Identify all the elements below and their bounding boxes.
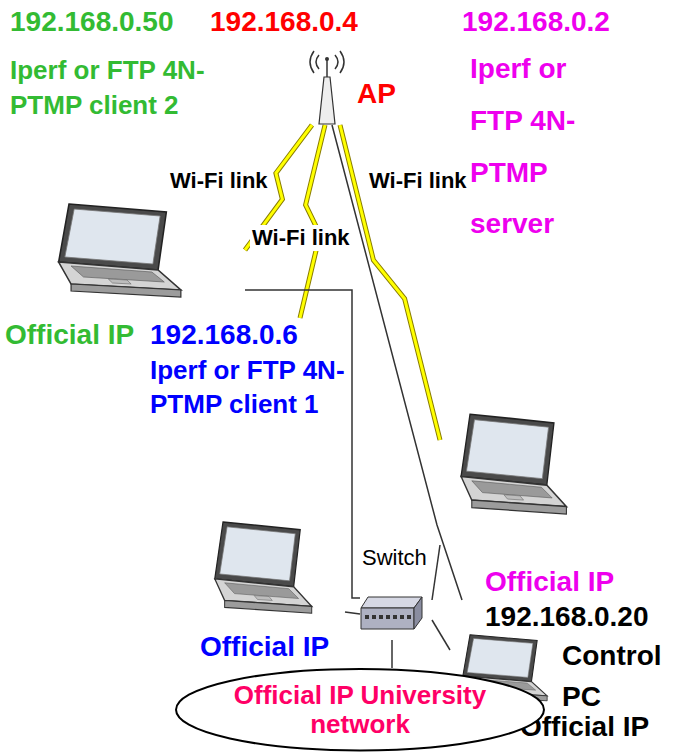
node-label: Official IP University network: [220, 681, 500, 738]
laptop-node: 192.168.0.2Iperf or FTP 4N-PTMP serverOf…: [440, 5, 672, 600]
network-switch: Switch: [360, 545, 432, 640]
wifi-bolt: [300, 125, 325, 318]
cable-line: [391, 640, 393, 668]
node-label: AP: [357, 77, 399, 111]
link-label: Wi-Fi link: [250, 225, 352, 251]
wifi-outline: [300, 125, 325, 318]
node-label: 192.168.0.20: [485, 600, 665, 634]
cable-link: [392, 640, 393, 668]
node-label: Control PC: [562, 636, 668, 717]
cable-line: [432, 620, 450, 650]
node-label: Official IP: [200, 632, 340, 663]
node-label: Switch: [362, 545, 432, 571]
node-label: Iperf or FTP 4N-PTMP client 2: [10, 53, 245, 123]
laptop-icon: [200, 518, 315, 626]
node-label: Iperf or FTP 4N-PTMP server: [470, 43, 600, 250]
node-label: Iperf or FTP 4N-PTMP client 1: [150, 354, 350, 422]
laptop-icon: [40, 200, 185, 310]
device-drawing: [40, 200, 185, 310]
node-label: Official IP: [485, 565, 635, 599]
network-outline: [176, 669, 544, 750]
laptop-node: 192.168.0.6Iperf or FTP 4N-PTMP client 1…: [145, 318, 345, 666]
device-drawing: [200, 518, 315, 626]
network-cloud: Official IP University network: [175, 668, 545, 751]
cable-link: [432, 545, 440, 600]
switch-icon: [360, 593, 424, 635]
node-label: 192.168.0.6: [150, 318, 340, 352]
access-point: 192.168.0.4AP: [205, 5, 400, 125]
node-label: 192.168.0.4: [210, 5, 395, 39]
wifi-link: [300, 125, 325, 318]
cable-line: [432, 545, 440, 600]
device-drawing: [445, 410, 570, 528]
cable-link: [432, 620, 450, 650]
cable-line: [345, 612, 360, 614]
antenna-icon: [305, 50, 349, 125]
node-label: 192.168.0.50: [10, 5, 245, 39]
cable-link: [332, 125, 462, 600]
laptop-icon: [445, 410, 570, 528]
device-drawing: [360, 593, 424, 635]
node-label: 192.168.0.2: [462, 5, 667, 39]
cable-line: [332, 125, 462, 600]
device-drawing: [305, 50, 349, 125]
cable-link: [345, 612, 360, 614]
node-label: Official IP: [5, 318, 155, 352]
link-label: Wi-Fi link: [168, 168, 270, 194]
link-label: Wi-Fi link: [367, 168, 469, 194]
